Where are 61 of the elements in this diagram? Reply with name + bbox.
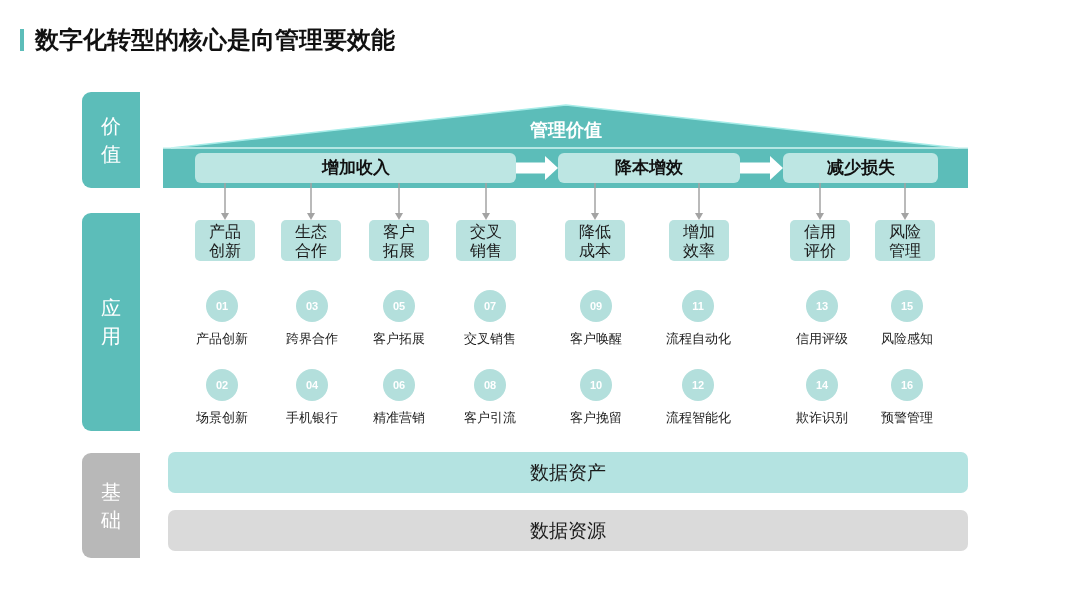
value-box: 降本增效 [558,153,740,183]
value-box: 增加收入 [195,153,516,183]
arrow [307,182,315,220]
application-box: 风险管理 [875,220,935,261]
value-box: 减少损失 [783,153,938,183]
number-circle: 09 [580,290,612,322]
block-arrow [516,156,558,180]
roof-band [163,104,968,188]
number-circle: 06 [383,369,415,401]
number-circle: 15 [891,290,923,322]
item-label: 客户唤醒 [570,331,622,347]
number-circle: 16 [891,369,923,401]
layer-bar: 数据资产 [168,452,968,493]
item-label: 欺诈识别 [796,410,848,426]
item-label: 交叉销售 [464,331,516,347]
band-title: 管理价值 [530,119,602,141]
item-label: 场景创新 [196,410,248,426]
number-circle: 04 [296,369,328,401]
item-label: 客户引流 [464,410,516,426]
number-circle: 07 [474,290,506,322]
item-label: 精准营销 [373,410,425,426]
arrow [816,182,824,220]
arrow [395,182,403,220]
page-title: 数字化转型的核心是向管理要效能 [35,25,395,55]
block-arrow [740,156,783,180]
item-label: 客户拓展 [373,331,425,347]
item-label: 流程智能化 [665,410,731,426]
item-label: 信用评级 [796,331,848,347]
number-circle: 05 [383,290,415,322]
side-tab: 基础 [82,453,140,558]
item-label: 跨界合作 [286,331,338,347]
number-circle: 03 [296,290,328,322]
arrow [591,182,599,220]
number-circle: 10 [580,369,612,401]
number-circle: 13 [806,290,838,322]
item-label: 风险感知 [881,331,933,347]
number-circle: 14 [806,369,838,401]
number-circle: 02 [206,369,238,401]
layer-bar: 数据资源 [168,510,968,551]
application-box: 降低成本 [565,220,625,261]
number-circle: 12 [682,369,714,401]
number-circle: 08 [474,369,506,401]
item-label: 手机银行 [286,410,338,426]
side-tab: 价值 [82,92,140,188]
arrow [482,182,490,220]
application-box: 增加效率 [669,220,729,261]
number-circle: 11 [682,290,714,322]
item-label: 预警管理 [881,410,933,426]
arrow [221,182,229,220]
item-label: 客户挽留 [570,410,622,426]
item-label: 产品创新 [196,331,248,347]
application-box: 信用评价 [790,220,850,261]
number-circle: 01 [206,290,238,322]
arrow [901,182,909,220]
application-box: 客户拓展 [369,220,429,261]
side-tab: 应用 [82,213,140,431]
item-label: 流程自动化 [665,331,731,347]
application-box: 产品创新 [195,220,255,261]
application-box: 交叉销售 [456,220,516,261]
application-box: 生态合作 [281,220,341,261]
arrow [695,182,703,220]
